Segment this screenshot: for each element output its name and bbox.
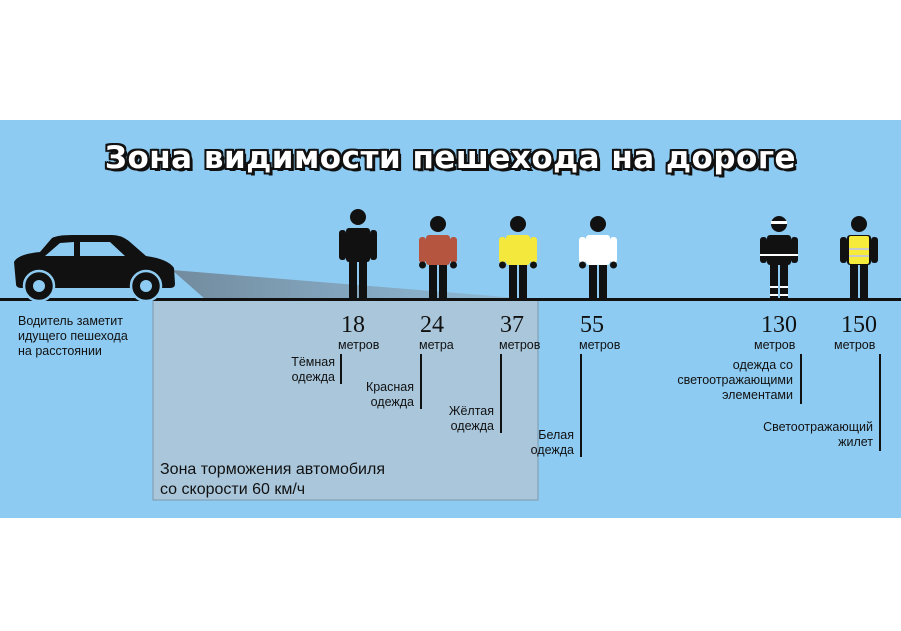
caption-line: Белая xyxy=(538,428,574,442)
dark-clothes-figure-icon xyxy=(339,209,377,300)
car-icon xyxy=(14,235,175,303)
braking-zone xyxy=(152,299,539,501)
white-clothes-figure-icon xyxy=(579,216,617,300)
distance-unit: метров xyxy=(579,338,621,352)
leader-line xyxy=(800,354,802,404)
page-title: Зона видимости пешехода на дороге xyxy=(104,140,797,176)
leader-line xyxy=(879,354,881,451)
caption-line: одежда xyxy=(530,443,574,457)
distance-unit: метров xyxy=(338,338,380,352)
clothing-caption: Светоотражающий жилет xyxy=(763,420,873,450)
caption-line: элементами xyxy=(722,388,793,402)
distance-unit: метров xyxy=(754,338,796,352)
driver-note-line: идущего пешехода xyxy=(18,329,128,343)
leader-line xyxy=(340,354,342,384)
braking-zone-line: со скорости 60 км/ч xyxy=(160,481,306,498)
driver-note: Водитель заметит идущего пешехода на рас… xyxy=(18,314,168,359)
distance-value: 18 xyxy=(341,312,365,338)
road-line xyxy=(0,298,901,301)
caption-line: одежда xyxy=(370,395,414,409)
braking-zone-label: Зона торможения автомобиля со скорости 6… xyxy=(160,460,530,500)
clothing-caption: Тёмная одежда xyxy=(291,355,335,385)
caption-line: одежда со xyxy=(732,358,793,372)
clothing-caption: Белая одежда xyxy=(531,428,574,458)
distance-value: 150 xyxy=(841,312,877,338)
clothing-caption: Красная одежда xyxy=(366,380,414,410)
caption-line: одежда xyxy=(291,370,335,384)
clothing-caption: Жёлтая одежда xyxy=(449,404,494,434)
reflective-vest-figure-icon xyxy=(840,216,878,300)
caption-line: светоотражающими xyxy=(677,373,793,387)
braking-zone-line: Зона торможения автомобиля xyxy=(160,461,385,478)
caption-line: одежда xyxy=(450,419,494,433)
caption-line: Светоотражающий xyxy=(763,420,873,434)
distance-unit: метров xyxy=(499,338,541,352)
distance-unit: метра xyxy=(419,338,454,352)
driver-note-line: Водитель заметит xyxy=(18,314,123,328)
caption-line: жилет xyxy=(838,435,873,449)
distance-value: 55 xyxy=(580,312,604,338)
leader-line xyxy=(420,354,422,409)
distance-value: 24 xyxy=(420,312,444,338)
driver-note-line: на расстоянии xyxy=(18,344,102,358)
caption-line: Тёмная xyxy=(291,355,335,369)
distance-value: 130 xyxy=(761,312,797,338)
distance-unit: метров xyxy=(834,338,876,352)
caption-line: Красная xyxy=(365,380,414,394)
leader-line xyxy=(500,354,502,433)
red-clothes-figure-icon xyxy=(419,216,457,300)
leader-line xyxy=(580,354,582,457)
caption-line: Жёлтая xyxy=(448,404,494,418)
distance-value: 37 xyxy=(500,312,524,338)
reflective-elements-figure-icon xyxy=(760,216,798,300)
yellow-clothes-figure-icon xyxy=(499,216,537,300)
clothing-caption: одежда со светоотражающими элементами xyxy=(677,358,793,403)
